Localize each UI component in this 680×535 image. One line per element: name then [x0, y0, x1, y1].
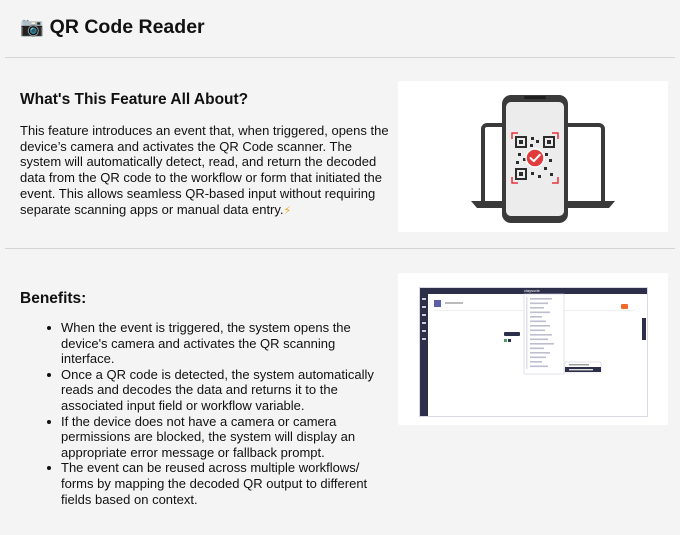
screenshot-content: [422, 293, 646, 375]
divider: [5, 57, 675, 58]
app-screenshot: claysode: [419, 287, 648, 417]
phone-qr-illustration: [471, 95, 615, 223]
list-item: Once a QR code is detected, the system a…: [44, 367, 384, 414]
about-text: This feature introduces an event that, w…: [20, 123, 389, 217]
benefits-list: When the event is triggered, the system …: [44, 320, 384, 507]
list-item: The event can be reused across multiple …: [44, 460, 384, 507]
list-item: If the device does not have a camera or …: [44, 414, 384, 461]
page-header: 📷 QR Code Reader: [20, 16, 205, 39]
page-title: QR Code Reader: [49, 16, 205, 38]
screenshot-topbar: [420, 288, 647, 294]
screenshot-sidebar: [420, 294, 428, 416]
divider: [5, 248, 675, 249]
camera-icon: 📷: [20, 16, 44, 38]
qr-illustration-card: [398, 81, 668, 232]
lightning-icon: ⚡: [283, 203, 292, 217]
about-paragraph: This feature introduces an event that, w…: [20, 123, 392, 218]
benefits-heading: Benefits:: [20, 290, 87, 307]
about-heading: What's This Feature All About?: [20, 91, 249, 108]
screenshot-brand: claysode: [524, 288, 540, 293]
list-item: When the event is triggered, the system …: [44, 320, 384, 367]
